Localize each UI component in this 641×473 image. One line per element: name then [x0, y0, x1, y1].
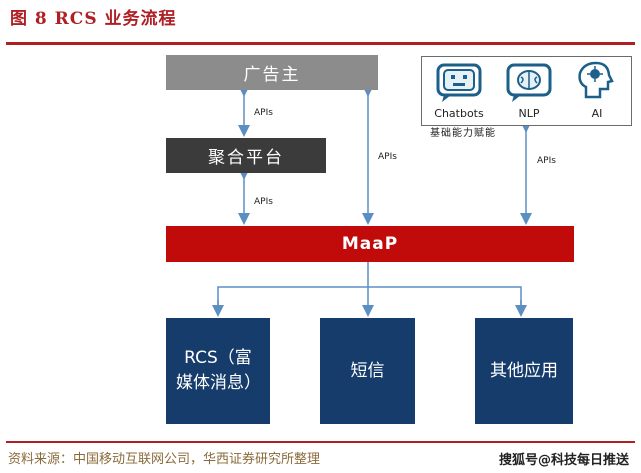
- footer-rule: [6, 441, 635, 443]
- brain-icon: [506, 63, 552, 102]
- capabilities-caption: 基础能力赋能: [430, 128, 496, 139]
- capability-label: NLP: [518, 107, 540, 120]
- capabilities-panel: Chatbots NLP AI: [421, 56, 632, 126]
- node-rcs: RCS（富媒体消息）: [166, 318, 270, 424]
- node-advertiser: 广告主: [166, 55, 378, 90]
- node-other-apps: 其他应用: [475, 318, 573, 424]
- node-aggregator: 聚合平台: [166, 138, 326, 173]
- capability-label: AI: [591, 107, 603, 120]
- ai-head-icon: [578, 61, 614, 99]
- source-note: 资料来源：中国移动互联网公司，华西证券研究所整理: [8, 452, 321, 467]
- watermark: 搜狐号@科技每日推送: [498, 453, 629, 468]
- edge-label-apis: APIs: [378, 152, 397, 162]
- capability-nlp: NLP: [494, 57, 564, 120]
- edge-label-apis: APIs: [254, 197, 273, 207]
- capability-label: Chatbots: [434, 107, 484, 120]
- branch-connector: [217, 286, 522, 314]
- title-rule: [6, 42, 635, 45]
- node-sms: 短信: [320, 318, 415, 424]
- capability-chatbots: Chatbots: [424, 57, 494, 120]
- chatbot-face-icon: [436, 63, 482, 102]
- edge-label-apis: APIs: [254, 108, 273, 118]
- figure-title: 图 8 RCS 业务流程: [10, 9, 177, 29]
- node-maap: MaaP: [166, 226, 574, 262]
- capability-ai: AI: [562, 57, 632, 120]
- edge-label-apis: APIs: [537, 156, 556, 166]
